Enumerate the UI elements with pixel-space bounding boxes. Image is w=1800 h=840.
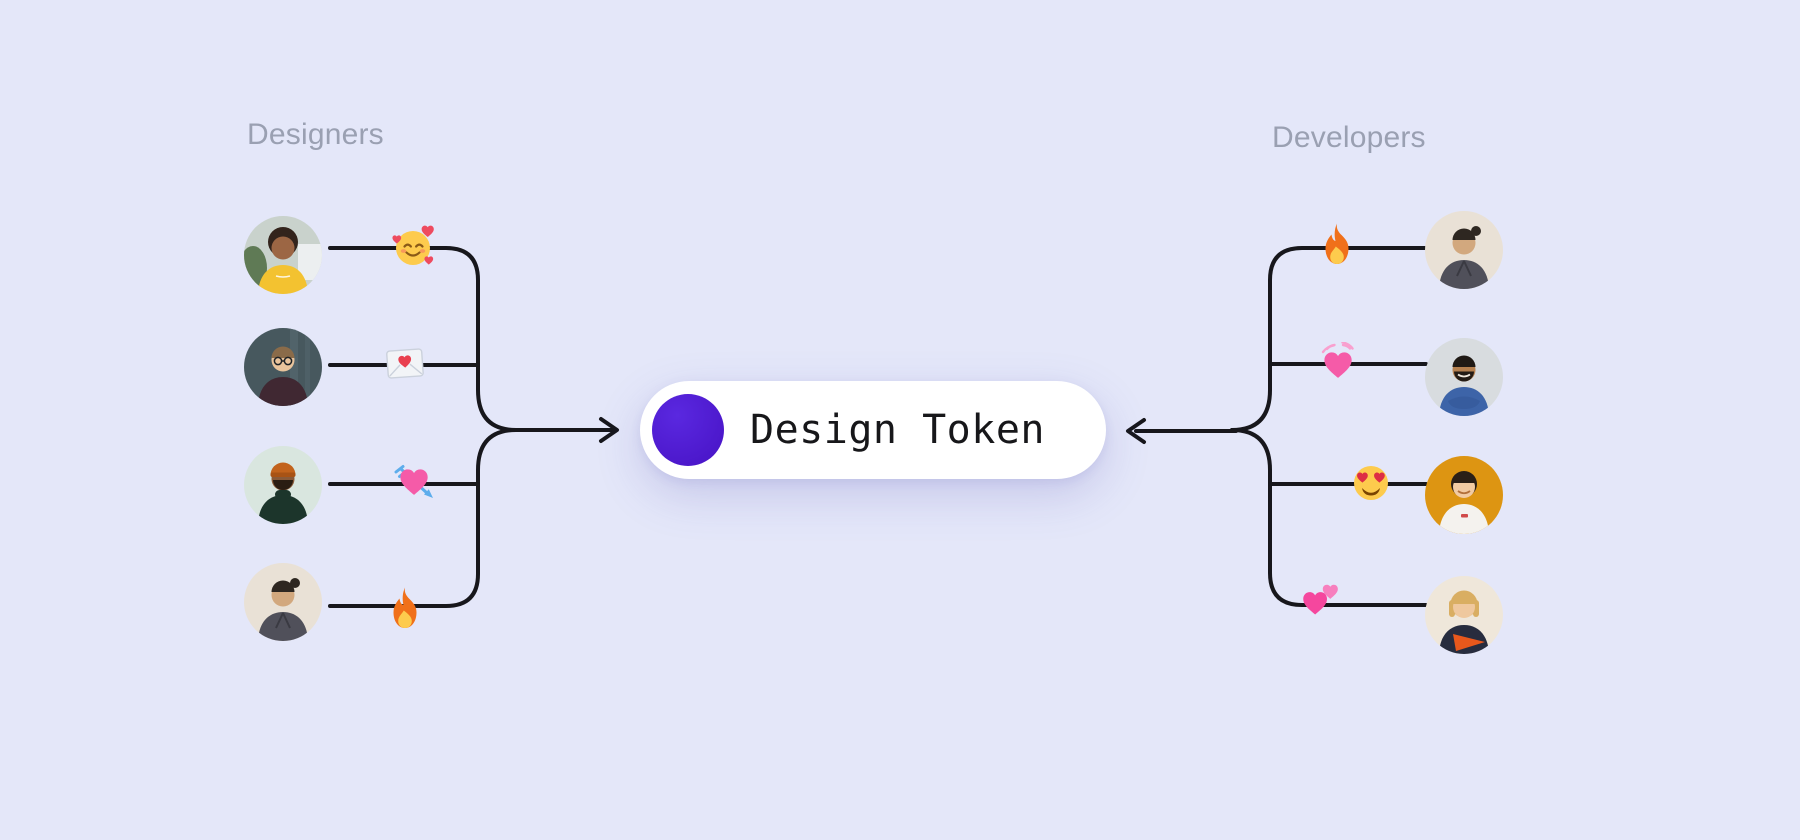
avatar-woman-gray-blazer-dev	[1425, 211, 1503, 289]
fire-emoji-icon	[393, 587, 417, 628]
avatar-woman-white-tshirt	[1425, 456, 1503, 534]
smiling-face-with-heart-eyes-emoji-icon	[1354, 466, 1388, 500]
avatar-woman-blonde-folder	[1425, 576, 1503, 654]
left-branch-1	[328, 246, 518, 432]
smiling-face-with-hearts-emoji-icon	[392, 225, 434, 265]
design-token-pill: Design Token	[640, 381, 1106, 479]
left-arrow-head	[599, 417, 619, 443]
token-color-dot-icon	[652, 394, 724, 466]
avatar-woman-yellow-sweater	[244, 216, 322, 294]
two-hearts-emoji-icon	[1303, 584, 1338, 615]
token-label: Design Token	[750, 407, 1045, 453]
designers-label: Designers	[247, 118, 384, 151]
avatar-woman-gray-blazer	[244, 563, 322, 641]
fire-emoji-icon	[1325, 223, 1349, 264]
avatar-man-glasses	[244, 328, 322, 406]
right-branch-1	[1230, 246, 1428, 432]
developers-label: Developers	[1272, 121, 1426, 154]
left-branch-4	[328, 428, 518, 608]
heart-with-arrow-emoji-icon	[394, 465, 433, 498]
right-arrow-head	[1126, 418, 1146, 444]
love-letter-emoji-icon	[386, 348, 424, 379]
avatar-man-blue-tshirt	[1425, 338, 1503, 416]
avatar-man-turtleneck-beanie	[244, 446, 322, 524]
right-branch-4	[1230, 428, 1428, 607]
beating-heart-emoji-icon	[1321, 342, 1354, 378]
